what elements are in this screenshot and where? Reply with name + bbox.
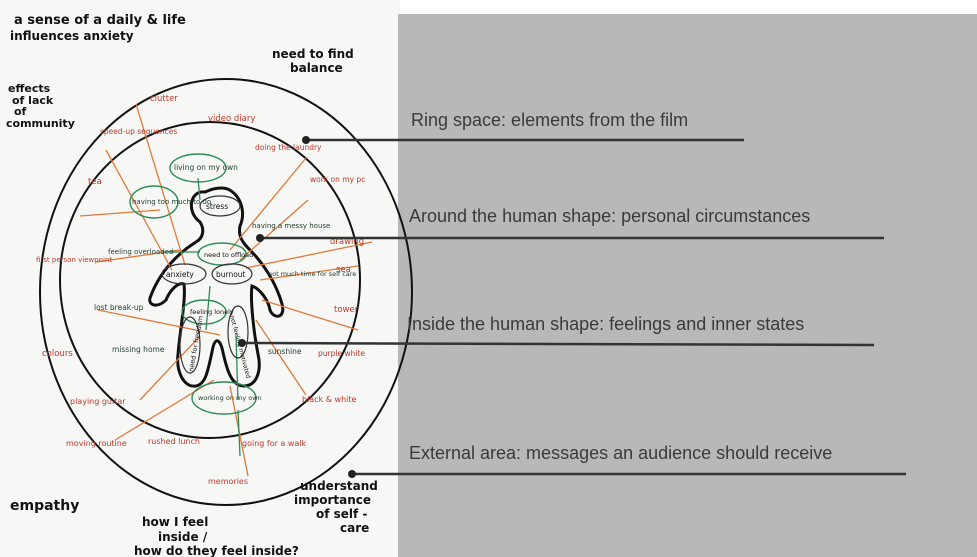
circumstance-missing-home: missing home: [112, 345, 165, 354]
top-left-note-line1: a sense of a daily & life: [14, 13, 186, 28]
top-right-note-line1: need to find: [272, 47, 354, 61]
ring-word-tower: tower: [334, 305, 359, 315]
circumstance-break-up: lost break-up: [94, 303, 144, 312]
ring-word-video-diary: video diary: [208, 114, 255, 124]
feeling-freedom: need for freedom: [187, 315, 205, 372]
ring-word-memories: memories: [208, 477, 248, 486]
bottom-center-note-line1: how I feel: [142, 515, 208, 529]
feeling-burnout: burnout: [216, 270, 246, 279]
ring-word-tea: tea: [88, 177, 102, 187]
feeling-stress: stress: [206, 202, 228, 211]
ring-word-walk: going for a walk: [242, 439, 307, 448]
leader-ring-space-dot: [302, 136, 310, 144]
ring-word-purple-white: purple white: [318, 349, 365, 358]
bottom-left-note: empathy: [10, 498, 79, 514]
callout-ring-space: Ring space: elements from the film: [411, 110, 688, 131]
ring-word-rushed-lunch: rushed lunch: [148, 437, 200, 446]
ring-word-clutter: clutter: [150, 94, 178, 104]
bottom-right-note-line1: understand: [300, 479, 378, 493]
circumstance-overloaded: feeling overloaded: [108, 248, 173, 256]
bottom-center-note-line2: inside /: [158, 530, 208, 544]
ring-word-speed-up: speed-up sequences: [100, 127, 177, 136]
circumstance-living-alone: living on my own: [174, 163, 238, 172]
ring-word-first-person: first person viewpoint: [36, 256, 112, 264]
callout-external-area: External area: messages an audience shou…: [409, 443, 832, 464]
feeling-offload: need to offload: [204, 251, 253, 259]
top-left-note-line2: influences anxiety: [10, 29, 134, 43]
bottom-right-note-line4: care: [340, 521, 369, 535]
ring-word-colours: colours: [42, 349, 73, 359]
circumstance-too-much: having too much to do: [132, 198, 211, 206]
circumstance-working-alone: working on my own: [198, 394, 262, 402]
ring-word-black-white: black & white: [302, 395, 357, 404]
leader-feelings: [240, 343, 874, 345]
leader-circumstances-dot: [256, 234, 264, 242]
bottom-right-note-line3: of self -: [316, 507, 367, 521]
human-shape: [150, 188, 283, 386]
feeling-anxiety: anxiety: [166, 270, 194, 279]
top-right-note-line2: balance: [290, 61, 343, 75]
feeling-lonely: feeling lonely: [190, 308, 234, 316]
leader-external-dot: [348, 470, 356, 478]
bottom-center-note-line3: how do they feel inside?: [134, 544, 299, 557]
orange-connectors: [80, 104, 372, 476]
ring-word-moving-routine: moving routine: [66, 439, 127, 448]
ring-word-work-on-pc: work on my pc: [310, 175, 365, 184]
circumstance-sunshine: sunshine: [268, 347, 302, 356]
circumstance-messy-house: having a messy house: [252, 222, 330, 230]
circumstance-self-care: not much time for self care: [268, 270, 356, 278]
callout-personal-circumstances: Around the human shape: personal circums…: [409, 206, 810, 227]
ring-word-laundry: doing the laundry: [255, 143, 322, 152]
leader-feelings-dot: [238, 339, 246, 347]
left-note-line4: community: [6, 117, 75, 130]
callout-feelings: Inside the human shape: feelings and inn…: [407, 314, 804, 335]
bottom-right-note-line2: importance: [294, 493, 371, 507]
ring-word-guitar: playing guitar: [70, 397, 126, 406]
